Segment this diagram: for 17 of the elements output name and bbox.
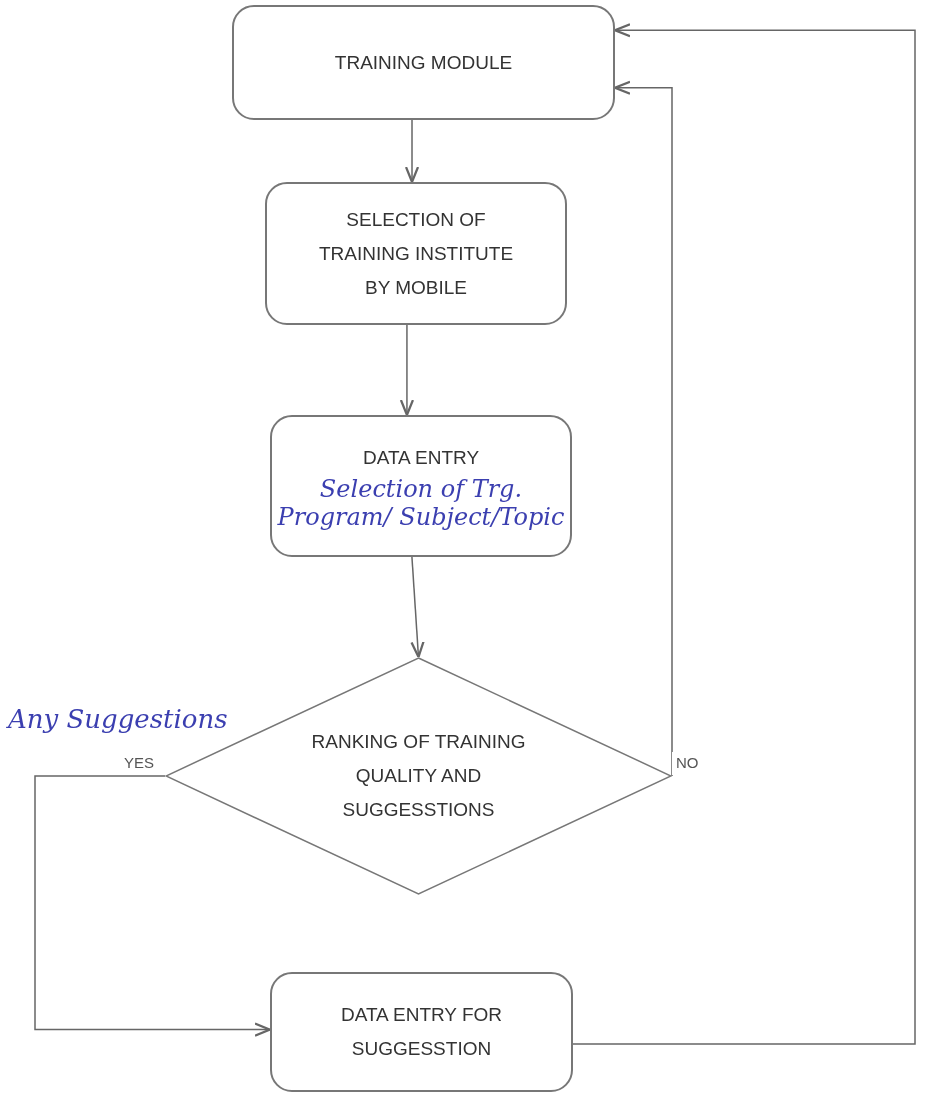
box-label: RANKING OF TRAINING QUALITY AND SUGGESSTIONS <box>310 730 527 822</box>
arrow <box>399 324 415 417</box>
arrow <box>404 119 420 184</box>
box-label: DATA ENTRY FOR SUGGESSTION <box>339 1003 504 1061</box>
arrow <box>410 556 425 659</box>
box-label: TRAINING MODULE <box>333 50 514 75</box>
handwritten-note: Selection of Trg. Program/ Subject/Topic <box>276 475 566 531</box>
arrow <box>613 80 673 777</box>
process-box <box>232 5 615 120</box>
process-box <box>265 182 567 325</box>
box-label: DATA ENTRY <box>361 446 481 470</box>
arrow <box>572 23 916 1045</box>
process-box <box>270 415 572 557</box>
handwritten-note: Any Suggestions <box>8 703 228 736</box>
process-box <box>270 972 573 1092</box>
arrow <box>34 775 272 1037</box>
box-label: SELECTION OF TRAINING INSTITUTE BY MOBILE <box>317 207 515 300</box>
